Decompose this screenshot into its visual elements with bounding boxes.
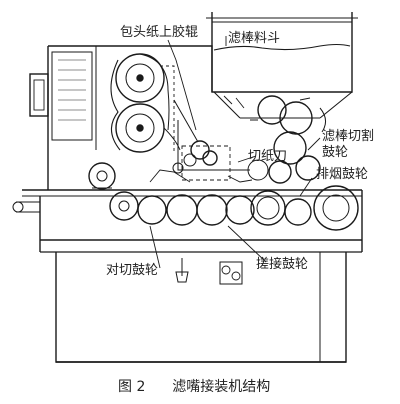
filter-cut-drum-label-line1: 滤棒切割 [322,129,375,144]
paper-knife-label: 切纸刀 [248,149,288,164]
lower-mechanisms [175,258,243,285]
rolling-drum-label: 搓接鼓轮 [256,257,309,272]
pair-cut-drum-label: 对切鼓轮 [106,263,159,278]
leader-lines [149,36,321,269]
figure-title: 滤嘴接装机结构 [172,379,271,395]
main-frame [12,45,363,363]
filter-rod-hopper [206,12,358,119]
figure-caption: 图 2 滤嘴接装机结构 [118,376,270,396]
figure-number: 图 2 [118,379,146,395]
hopper-label: 滤棒料斗 [228,31,281,46]
glue-roller-assembly [172,99,231,181]
main-drum-train [88,162,312,226]
filter-drum-stack [247,95,326,184]
tipping-paper-rollers [110,53,181,153]
cigarette-delivery-drum-label: 排烟鼓轮 [316,167,369,182]
cigarette-delivery-drum [313,185,359,231]
filter-cut-drum-label-line2: 鼓轮 [322,145,349,160]
tipping-paper-glue-roller-label: 包头纸上胶辊 [120,25,199,40]
